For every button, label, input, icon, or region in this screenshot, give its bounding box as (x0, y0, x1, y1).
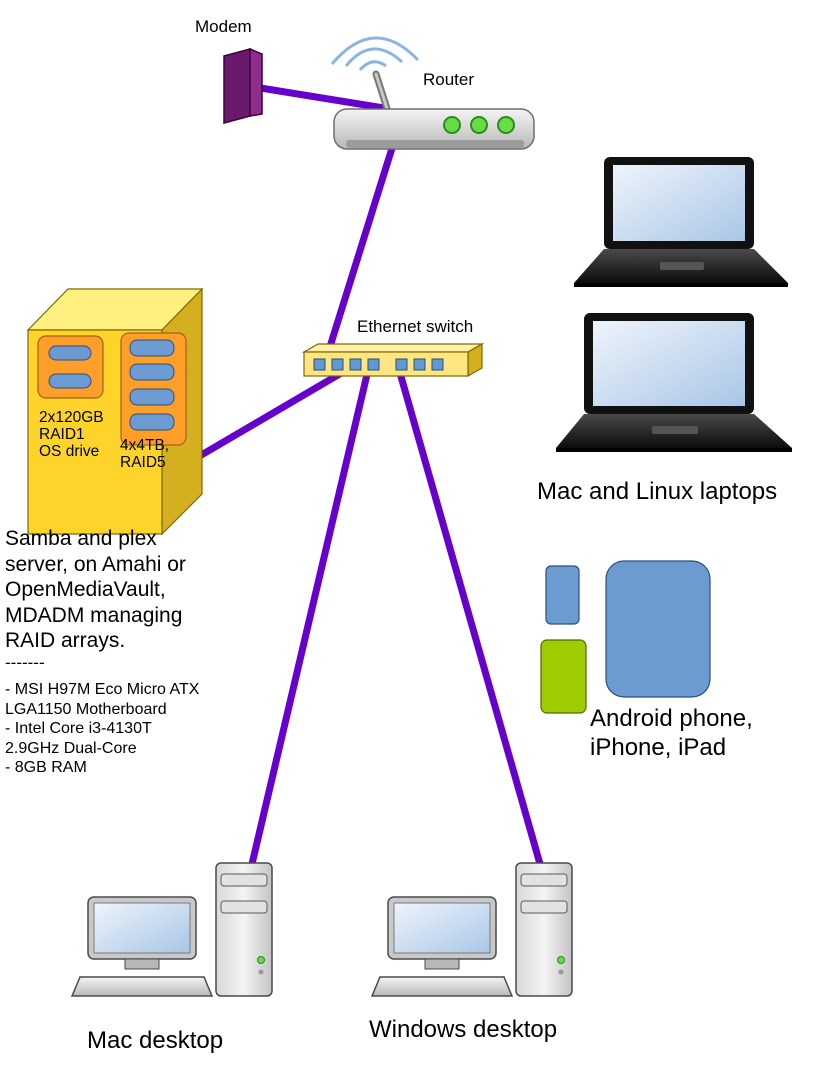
phone-icon (545, 565, 580, 625)
os-drive-label: 2x120GB RAID1 OS drive (39, 409, 104, 460)
separator-line: ------- (5, 653, 45, 672)
laptops-label: Mac and Linux laptops (537, 478, 778, 505)
server-specs: - MSI H97M Eco Micro ATX LGA1150 Motherb… (5, 681, 200, 776)
tablet-icon (605, 560, 711, 698)
mac-desktop-label: Mac desktop (87, 1027, 224, 1054)
os-drive-bay (37, 335, 104, 399)
cable-switch-windows-desktop (394, 365, 544, 865)
laptop-icon (574, 157, 788, 287)
antenna-icon (330, 36, 420, 72)
router-icon (330, 36, 535, 150)
raid-drive-bay (120, 332, 187, 446)
cable-router-switch (324, 143, 397, 355)
ethernet-switch-icon (301, 342, 485, 378)
cables (184, 80, 544, 865)
modem-label: Modem (195, 17, 252, 36)
windows-desktop-label: Windows desktop (369, 1016, 558, 1043)
mobile-devices-label: Android phone, iPhone, iPad (590, 705, 753, 761)
phone-icon (540, 639, 587, 714)
modem-icon (223, 47, 263, 124)
server-description: Samba and plex server, on Amahi or OpenM… (5, 527, 186, 652)
cable-switch-mac-desktop (248, 365, 373, 865)
desktop-computer-icon (370, 862, 573, 997)
router-label: Router (423, 70, 475, 89)
laptop-icon (556, 313, 792, 452)
ethernet-switch-label: Ethernet switch (357, 317, 474, 336)
raid-label: 4x4TB, RAID5 (120, 437, 170, 471)
server-tower-icon (26, 287, 204, 536)
desktop-computer-icon (70, 862, 273, 997)
cable-switch-server (184, 361, 357, 468)
